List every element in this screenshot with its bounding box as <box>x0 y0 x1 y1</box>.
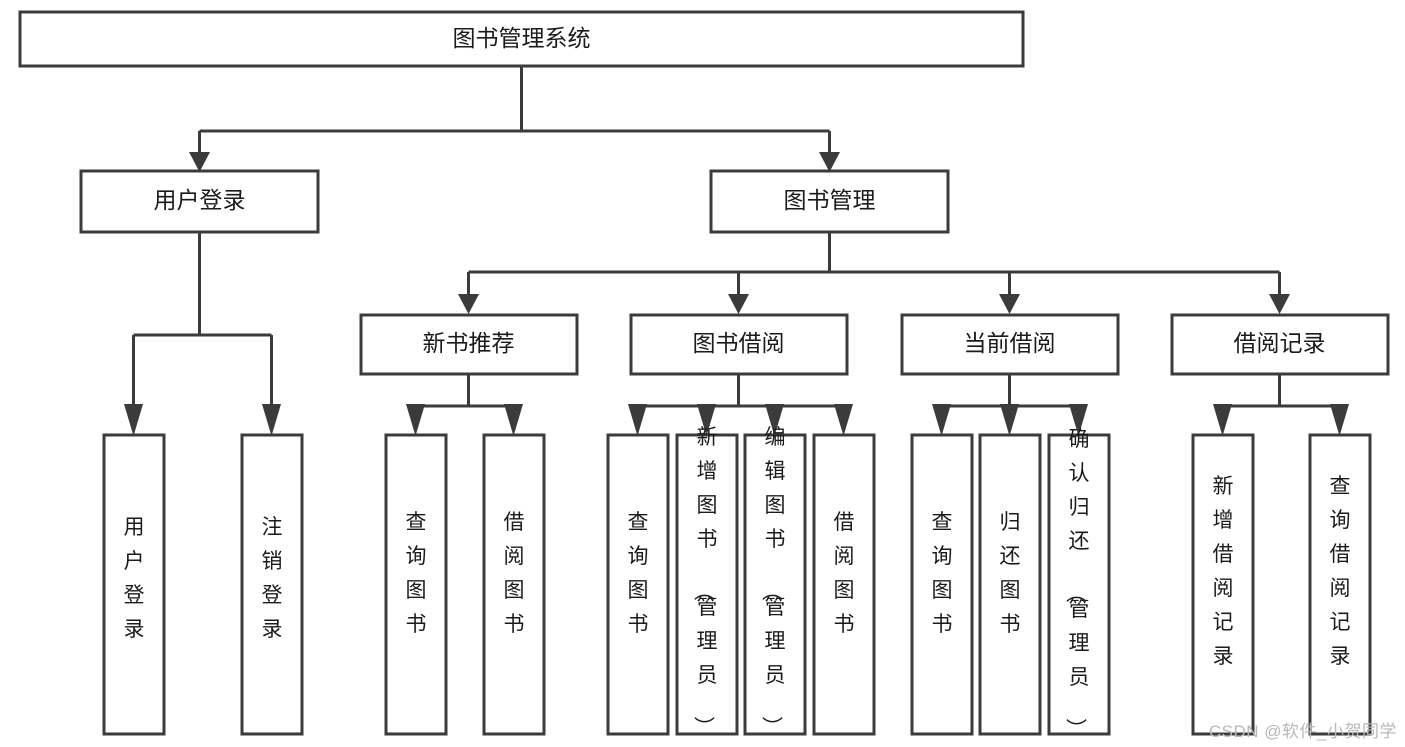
leaf-currentborrow-3-label: 确认归还（管理员） <box>1064 428 1090 739</box>
leaf-userlogin-2-label: 注销登录 <box>262 516 283 641</box>
arrow-icon-to-leaf-borrowrecord-2 <box>1330 404 1349 436</box>
node-book-borrow-box <box>629 313 849 376</box>
arrow-icon-to-book-manage <box>819 152 840 172</box>
leaf-bookborrow-3-box <box>743 433 807 736</box>
leaf-node[interactable]: 用户登录 <box>102 433 166 736</box>
leaf-node[interactable]: 查询图书 <box>606 433 670 736</box>
arrow-icon-to-borrowrecord <box>1269 294 1290 314</box>
leaf-node[interactable]: 新增图书（管理员） <box>675 426 739 737</box>
node-borrow-record-label: 借阅记录 <box>1234 330 1326 356</box>
leaf-node[interactable]: 归还图书 <box>978 433 1042 736</box>
arrow-icon-to-leaf-bookborrow-1 <box>628 404 647 436</box>
leaf-node[interactable]: 查询图书 <box>384 433 448 736</box>
node-borrow-record[interactable]: 借阅记录 <box>1170 313 1390 376</box>
leaf-bookborrow-3-label: 编辑图书（管理员） <box>760 426 786 737</box>
node-book-manage-box <box>709 169 950 234</box>
leaf-newbook-2-label: 借阅图书 <box>504 511 525 636</box>
leaf-node[interactable]: 查询借阅记录 <box>1308 433 1372 736</box>
arrow-icon-to-currentborrow <box>999 294 1020 314</box>
node-root[interactable]: 图书管理系统 <box>18 10 1025 68</box>
arrow-icon-to-leaf-currentborrow-1 <box>932 404 951 436</box>
arrow-icon-to-leaf-bookborrow-3 <box>765 404 784 436</box>
node-current-borrow[interactable]: 当前借阅 <box>900 313 1120 376</box>
csdn-watermark: CSDN @软件_小贺同学 <box>1208 722 1397 741</box>
leaf-bookborrow-4-label: 借阅图书 <box>834 511 855 636</box>
leaf-bookborrow-4-box <box>812 433 876 736</box>
arrow-icon-to-leaf-userlogin-2 <box>262 404 281 436</box>
arrow-icon-to-leaf-userlogin-1 <box>124 404 143 436</box>
leaf-currentborrow-2-label: 归还图书 <box>1000 511 1021 636</box>
leaf-currentborrow-2-box <box>978 433 1042 736</box>
node-root-box <box>18 10 1025 68</box>
arrow-icon-to-leaf-currentborrow-2 <box>1000 404 1019 436</box>
leaf-borrowrecord-1-box <box>1191 433 1255 736</box>
leaf-bookborrow-2-box <box>675 433 739 736</box>
leaf-userlogin-1-label: 用户登录 <box>124 516 145 641</box>
node-user-login[interactable]: 用户登录 <box>79 169 320 234</box>
leaf-userlogin-1-box <box>102 433 166 736</box>
arrow-icon-to-user-login <box>189 152 210 172</box>
leaf-currentborrow-1-box <box>910 433 974 736</box>
leaf-node[interactable]: 编辑图书（管理员） <box>743 426 807 737</box>
arrow-icon-to-leaf-currentborrow-3 <box>1069 404 1088 436</box>
leaf-node[interactable]: 查询图书 <box>910 433 974 736</box>
leaf-bookborrow-1-label: 查询图书 <box>628 511 649 636</box>
node-user-login-label: 用户登录 <box>154 187 246 213</box>
leaf-newbook-1-box <box>384 433 448 736</box>
leaf-currentborrow-1-label: 查询图书 <box>932 511 953 636</box>
arrow-icon-to-leaf-bookborrow-4 <box>834 404 853 436</box>
node-book-borrow[interactable]: 图书借阅 <box>629 313 849 376</box>
leaf-borrowrecord-2-label: 查询借阅记录 <box>1330 475 1351 668</box>
arrow-icon-to-leaf-newbook-2 <box>504 404 523 436</box>
leaf-newbook-1-label: 查询图书 <box>406 511 427 636</box>
arrow-icon-to-leaf-bookborrow-2 <box>697 404 716 436</box>
node-borrow-record-box <box>1170 313 1390 376</box>
node-book-manage-label: 图书管理 <box>784 187 876 213</box>
leaf-bookborrow-1-box <box>606 433 670 736</box>
leaf-newbook-2-box <box>482 433 546 736</box>
node-new-book-recommend[interactable]: 新书推荐 <box>359 313 579 376</box>
node-book-borrow-label: 图书借阅 <box>693 330 785 356</box>
leaf-borrowrecord-2-box <box>1308 433 1372 736</box>
arrowhead-layer <box>124 152 1349 436</box>
node-new-book-recommend-label: 新书推荐 <box>423 330 515 356</box>
leaf-node[interactable]: 借阅图书 <box>812 433 876 736</box>
leaf-bookborrow-2-label: 新增图书（管理员） <box>692 426 718 737</box>
arrow-icon-to-leaf-newbook-1 <box>406 404 425 436</box>
leaf-currentborrow-3-box <box>1047 433 1111 736</box>
node-new-book-recommend-box <box>359 313 579 376</box>
node-book-manage[interactable]: 图书管理 <box>709 169 950 234</box>
leaf-node[interactable]: 确认归还（管理员） <box>1047 428 1111 739</box>
leaf-node[interactable]: 新增借阅记录 <box>1191 433 1255 736</box>
arrow-icon-to-newbook <box>458 294 479 314</box>
arrow-icon-to-bookborrow <box>728 294 749 314</box>
leaf-node[interactable]: 注销登录 <box>240 433 304 736</box>
leaf-node[interactable]: 借阅图书 <box>482 433 546 736</box>
node-current-borrow-label: 当前借阅 <box>964 330 1056 356</box>
node-user-login-box <box>79 169 320 234</box>
node-current-borrow-box <box>900 313 1120 376</box>
arrow-icon-to-leaf-borrowrecord-1 <box>1213 404 1232 436</box>
leaf-userlogin-2-box <box>240 433 304 736</box>
node-root-label: 图书管理系统 <box>453 25 591 51</box>
leaf-borrowrecord-1-label: 新增借阅记录 <box>1213 475 1234 668</box>
